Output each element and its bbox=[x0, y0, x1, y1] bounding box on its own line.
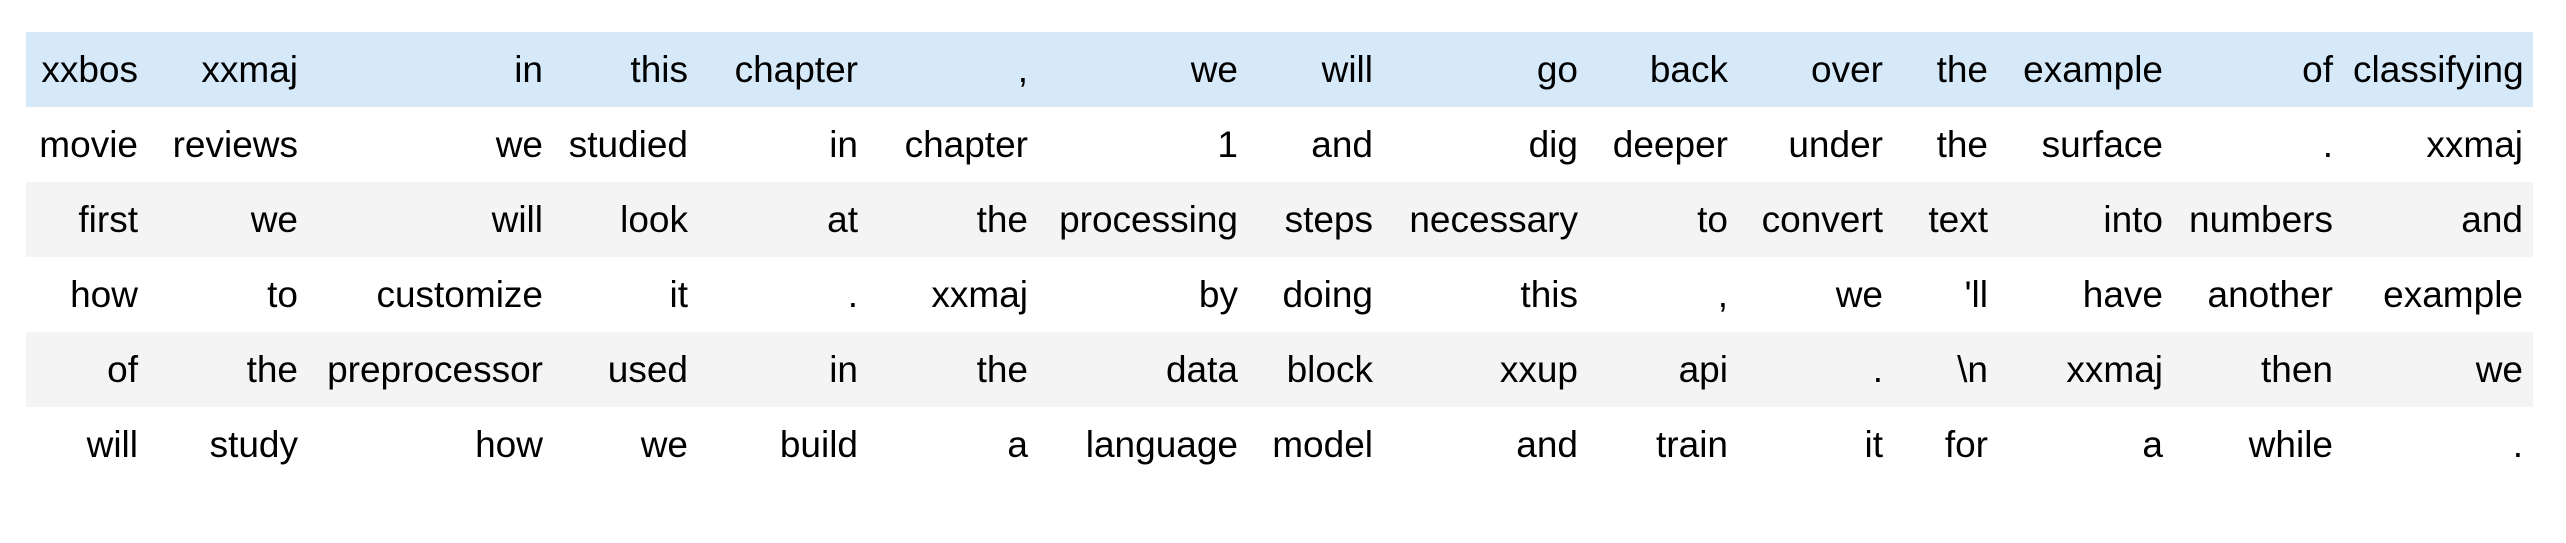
table-row: first we will look at the processing steps neces… bbox=[26, 182, 2533, 257]
token-cell: we bbox=[1190, 48, 1238, 90]
token-cell: to bbox=[1697, 198, 1728, 240]
token-cell: 'll bbox=[1964, 273, 1988, 315]
token-cell: in bbox=[829, 123, 858, 165]
token-cell: chapter bbox=[734, 48, 858, 90]
token-cell: have bbox=[2082, 273, 2163, 315]
token-cell: this bbox=[1520, 273, 1578, 315]
token-cell: text bbox=[1928, 198, 1988, 240]
token-cell: will bbox=[1321, 48, 1373, 90]
token-cell: customize bbox=[376, 273, 543, 315]
token-cell: used bbox=[607, 348, 688, 390]
table-row: of the preprocessor used in the data block xxup a… bbox=[26, 332, 2533, 407]
token-cell: preprocessor bbox=[327, 348, 543, 390]
token-cell: , bbox=[1017, 48, 1028, 90]
token-cell: . bbox=[847, 273, 858, 315]
token-cell: convert bbox=[1761, 198, 1883, 240]
token-cell: how bbox=[70, 273, 138, 315]
token-cell: and bbox=[2461, 198, 2523, 240]
token-cell: movie bbox=[39, 123, 138, 165]
token-cell: \n bbox=[1957, 348, 1988, 390]
token-cell: xxbos bbox=[41, 48, 138, 90]
token-cell: xxmaj bbox=[2426, 123, 2523, 165]
token-cell: go bbox=[1536, 48, 1578, 90]
token-cell: dig bbox=[1528, 123, 1578, 165]
token-cell: . bbox=[1872, 348, 1883, 390]
token-cell: we bbox=[2475, 348, 2523, 390]
token-cell: reviews bbox=[172, 123, 298, 165]
token-cell: and bbox=[1311, 123, 1373, 165]
token-cell: first bbox=[78, 198, 138, 240]
token-cell: how bbox=[475, 423, 543, 465]
token-cell: study bbox=[209, 423, 298, 465]
token-cell: it bbox=[669, 273, 689, 315]
token-cell: studied bbox=[568, 123, 688, 165]
token-cell: at bbox=[827, 198, 858, 240]
token-cell: we bbox=[1835, 273, 1883, 315]
token-cell: . bbox=[2512, 423, 2523, 465]
token-cell: and bbox=[1516, 423, 1578, 465]
token-cell: look bbox=[620, 198, 688, 240]
token-cell: into bbox=[2103, 198, 2163, 240]
token-cell: numbers bbox=[2189, 198, 2333, 240]
token-cell: data bbox=[1165, 348, 1238, 390]
token-cell: train bbox=[1656, 423, 1728, 465]
token-cell: the bbox=[246, 348, 298, 390]
token-cell: surface bbox=[2041, 123, 2163, 165]
token-cell: we bbox=[495, 123, 543, 165]
token-cell: 1 bbox=[1217, 123, 1238, 165]
token-cell: processing bbox=[1059, 198, 1238, 240]
token-cell: xxmaj bbox=[2066, 348, 2163, 390]
token-cell: of bbox=[107, 348, 138, 390]
token-cell: the bbox=[1936, 123, 1988, 165]
token-cell: will bbox=[86, 423, 138, 465]
token-cell: will bbox=[491, 198, 543, 240]
table-row: how to customize it. xxmaj by doing this, we 'll h… bbox=[26, 257, 2533, 332]
token-cell: xxmaj bbox=[931, 273, 1028, 315]
token-cell: back bbox=[1649, 48, 1728, 90]
token-cell: doing bbox=[1282, 273, 1373, 315]
tokenized-text-table: xxbos xxmaj in this chapter, we will go back over… bbox=[26, 32, 2533, 482]
token-cell: we bbox=[250, 198, 298, 240]
token-cell: classifying bbox=[2353, 48, 2524, 90]
token-cell: a bbox=[2142, 423, 2163, 465]
token-cell: the bbox=[1936, 48, 1988, 90]
token-cell: then bbox=[2260, 348, 2333, 390]
tokens-table-body: xxbos xxmaj in this chapter, we will go back over… bbox=[26, 32, 2533, 482]
token-cell: of bbox=[2302, 48, 2333, 90]
token-cell: to bbox=[267, 273, 298, 315]
token-cell: under bbox=[1788, 123, 1883, 165]
token-cell: by bbox=[1198, 273, 1238, 315]
table-row: will study how we build a language model and trai… bbox=[26, 407, 2533, 482]
token-cell: build bbox=[779, 423, 858, 465]
token-cell: xxup bbox=[1499, 348, 1578, 390]
token-cell: model bbox=[1272, 423, 1373, 465]
token-cell: api bbox=[1678, 348, 1728, 390]
token-cell: . bbox=[2322, 123, 2333, 165]
token-cell: xxmaj bbox=[201, 48, 298, 90]
token-cell: necessary bbox=[1409, 198, 1578, 240]
token-cell: for bbox=[1944, 423, 1988, 465]
token-cell: , bbox=[1717, 273, 1728, 315]
token-cell: chapter bbox=[904, 123, 1028, 165]
token-cell: in bbox=[514, 48, 543, 90]
token-cell: language bbox=[1085, 423, 1238, 465]
token-cell: the bbox=[976, 348, 1028, 390]
table-row: xxbos xxmaj in this chapter, we will go back over… bbox=[26, 32, 2533, 107]
token-cell: in bbox=[829, 348, 858, 390]
token-cell: steps bbox=[1284, 198, 1373, 240]
token-cell: this bbox=[630, 48, 688, 90]
token-cell: example bbox=[2023, 48, 2163, 90]
token-cell: a bbox=[1007, 423, 1028, 465]
token-cell: it bbox=[1864, 423, 1884, 465]
token-cell: another bbox=[2207, 273, 2334, 315]
token-cell: block bbox=[1286, 348, 1373, 390]
token-cell: example bbox=[2383, 273, 2523, 315]
token-cell: deeper bbox=[1612, 123, 1728, 165]
token-cell: while bbox=[2248, 423, 2333, 465]
token-cell: over bbox=[1811, 48, 1883, 90]
token-cell: the bbox=[976, 198, 1028, 240]
token-cell: we bbox=[640, 423, 688, 465]
